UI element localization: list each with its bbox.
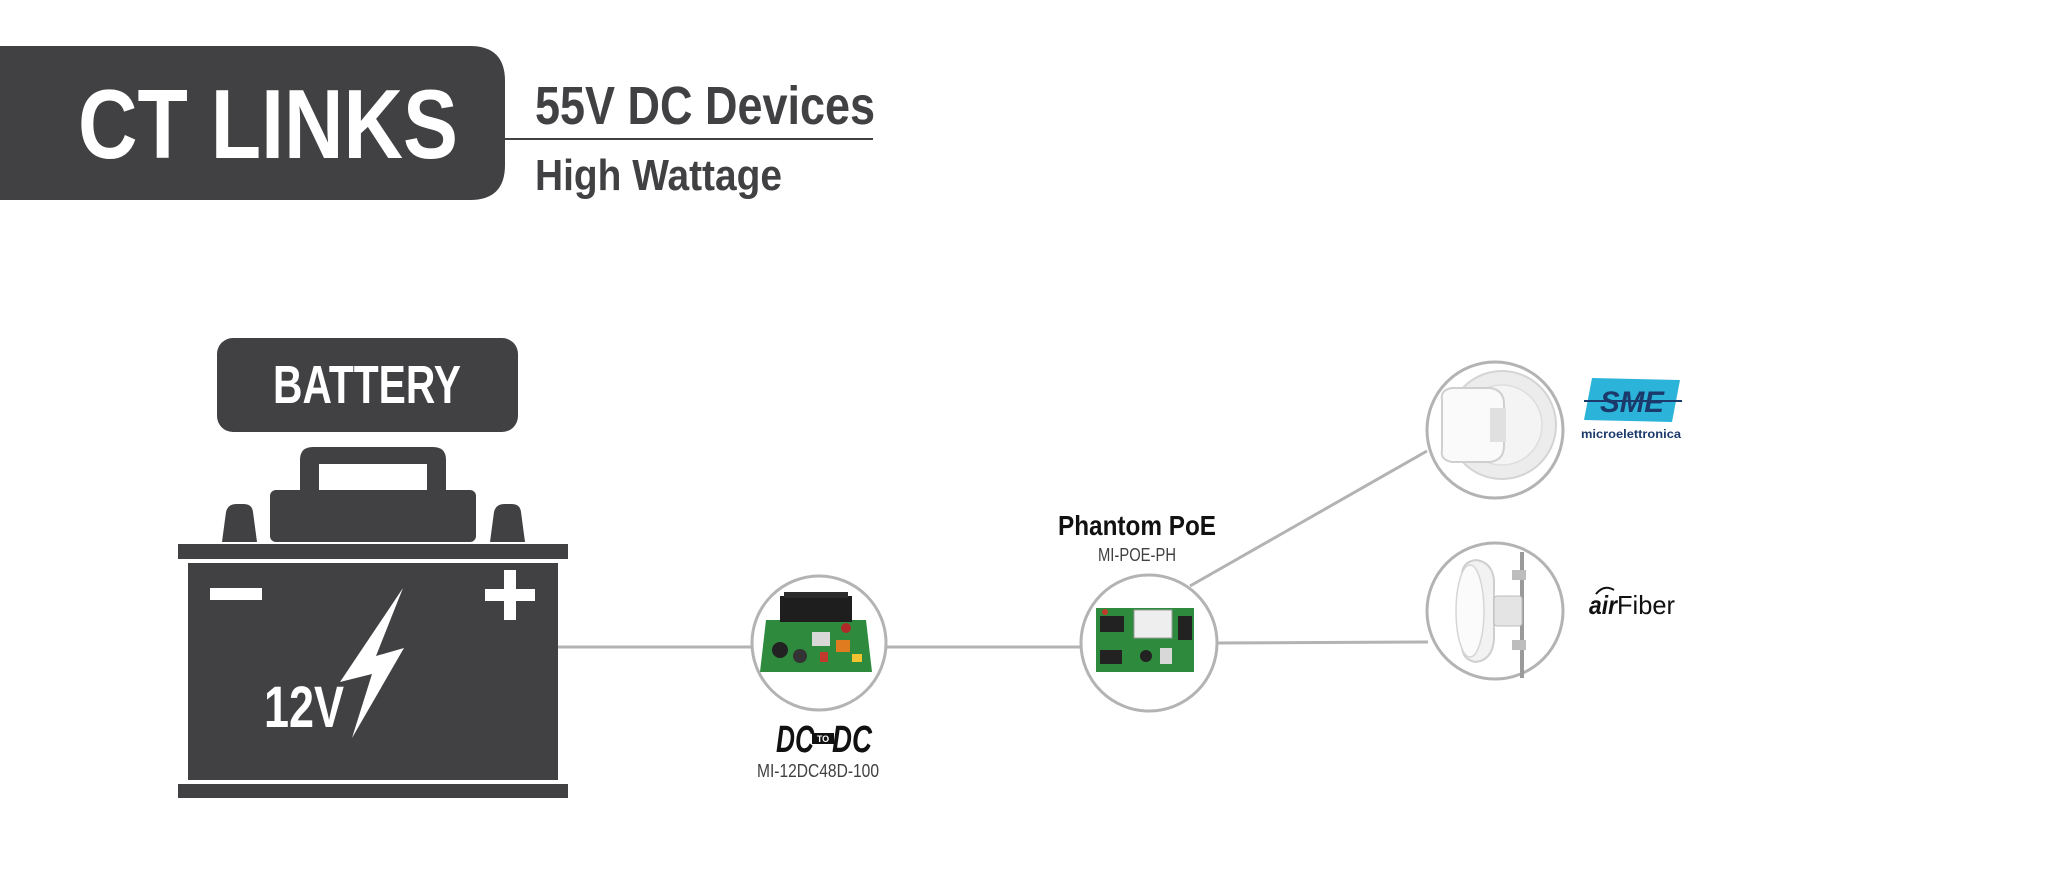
airfiber-device: air Fiber xyxy=(1425,541,1675,681)
brand-banner xyxy=(0,46,505,200)
header-subtitle: High Wattage xyxy=(535,151,782,200)
injector-board-icon xyxy=(1096,608,1194,672)
airfiber-antenna-icon xyxy=(1455,552,1526,678)
injector-name: Phantom PoE xyxy=(1058,510,1216,541)
airfiber-logo-air: air xyxy=(1589,590,1619,620)
sme-logo: SME microelettronica xyxy=(1581,378,1682,441)
dc-logo-bar xyxy=(812,733,834,744)
battery-handle xyxy=(300,447,446,490)
dc-dc-converter: DC TO DC MI-12DC48D-100 xyxy=(750,574,888,781)
phantom-poe-injector: Phantom PoE MI-POE-PH xyxy=(1058,510,1219,713)
battery-terminal-left xyxy=(222,504,257,542)
converter-board-icon xyxy=(760,592,872,672)
dc-to-dc-logo: DC TO DC xyxy=(776,719,872,761)
dc-logo-left: DC xyxy=(776,719,814,761)
battery-voltage: 12V xyxy=(264,675,344,740)
connector-lines xyxy=(557,449,1429,649)
injector-model: MI-POE-PH xyxy=(1098,545,1176,565)
minus-icon xyxy=(210,588,262,600)
brand-title: CT LINKS xyxy=(78,69,458,179)
line-injector-to-sme xyxy=(1189,449,1428,588)
header: CT LINKS 55V DC Devices High Wattage xyxy=(0,46,875,200)
lightning-bolt-icon xyxy=(340,588,404,738)
airfiber-logo-fiber: Fiber xyxy=(1617,590,1675,620)
battery: BATTERY 12V xyxy=(178,338,568,798)
sme-logo-subtext: microelettronica xyxy=(1581,427,1681,441)
battery-top-plate xyxy=(178,544,568,559)
dc-logo-mid: TO xyxy=(817,734,829,744)
airfiber-logo: air Fiber xyxy=(1589,586,1675,620)
battery-top-block xyxy=(270,490,476,542)
battery-label-box xyxy=(217,338,518,432)
dish-antenna-icon xyxy=(1440,370,1557,480)
plus-icon xyxy=(485,570,535,620)
converter-model: MI-12DC48D-100 xyxy=(757,761,879,781)
sme-logo-text: SME xyxy=(1600,386,1665,419)
dc-logo-right: DC xyxy=(832,719,872,761)
line-injector-to-airfiber xyxy=(1217,640,1429,645)
header-title: 55V DC Devices xyxy=(535,76,875,136)
battery-terminal-right xyxy=(490,504,525,542)
sme-device: SME microelettronica xyxy=(1425,360,1682,500)
battery-bottom-plate xyxy=(178,784,568,798)
airfiber-signal-icon xyxy=(1595,586,1615,595)
battery-label: BATTERY xyxy=(273,355,461,415)
